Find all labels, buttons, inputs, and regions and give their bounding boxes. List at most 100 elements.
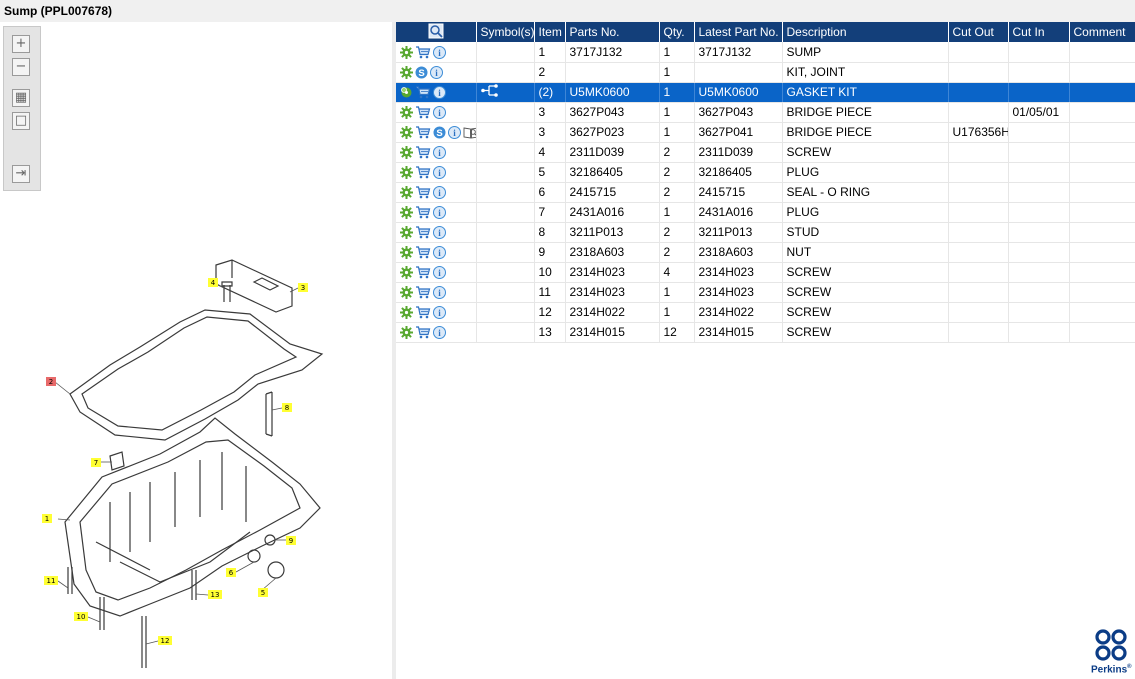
callout-9[interactable]: 9 — [286, 536, 296, 545]
info-icon[interactable]: i — [448, 126, 461, 140]
fit-all-button[interactable]: ▦ — [12, 89, 30, 107]
info-icon[interactable]: i — [433, 45, 446, 59]
column-header-description[interactable]: Description — [782, 22, 949, 42]
info-icon[interactable]: i — [433, 86, 446, 100]
info-icon[interactable]: i — [433, 246, 446, 260]
callout-4[interactable]: 4 — [208, 278, 218, 287]
column-header-parts-no[interactable]: Parts No. — [565, 22, 660, 42]
add-to-cart-icon[interactable] — [415, 266, 431, 279]
item-cell: 2 — [534, 62, 566, 83]
configure-gear-icon[interactable] — [400, 306, 413, 320]
svg-text:4: 4 — [211, 279, 216, 287]
configure-gear-icon[interactable] — [400, 166, 413, 180]
callout-6[interactable]: 6 — [226, 568, 236, 577]
callout-12[interactable]: 12 — [158, 636, 172, 645]
add-to-cart-icon[interactable] — [415, 206, 431, 219]
symbols-cell — [476, 282, 535, 303]
info-icon[interactable]: i — [433, 166, 446, 180]
callout-8[interactable]: 8 — [282, 403, 292, 412]
svg-text:8: 8 — [285, 404, 289, 412]
info-icon[interactable]: i — [433, 266, 446, 280]
column-header-qty[interactable]: Qty. — [659, 22, 695, 42]
column-header-latest-part-no[interactable]: Latest Part No. — [694, 22, 783, 42]
column-header-cut-out[interactable]: Cut Out — [948, 22, 1009, 42]
latest-part-no-cell: 32186405 — [694, 162, 783, 183]
info-icon[interactable]: i — [433, 226, 446, 240]
info-icon[interactable]: i — [433, 306, 446, 320]
configure-gear-icon[interactable] — [400, 326, 413, 340]
supersession-icon[interactable]: S — [433, 126, 446, 139]
callout-5[interactable]: 5 — [258, 588, 268, 597]
configure-gear-icon[interactable] — [400, 266, 413, 280]
info-icon[interactable]: i — [433, 146, 446, 160]
column-header-item[interactable]: Item — [534, 22, 566, 42]
cut-out-cell — [948, 62, 1009, 83]
configure-gear-icon[interactable] — [400, 186, 413, 200]
add-to-cart-icon[interactable] — [415, 106, 431, 119]
configure-gear-icon[interactable] — [400, 226, 413, 240]
zoom-in-button[interactable]: + — [12, 35, 30, 53]
add-to-cart-icon[interactable] — [415, 46, 431, 59]
preview-column-header[interactable] — [396, 22, 477, 42]
add-to-cart-icon[interactable] — [415, 166, 431, 179]
export-button[interactable]: ⇥ — [12, 165, 30, 183]
kit-structure-icon[interactable] — [480, 84, 499, 97]
column-header-cut-in[interactable]: Cut In — [1008, 22, 1070, 42]
info-icon[interactable]: i — [433, 326, 446, 340]
configure-gear-icon[interactable] — [400, 126, 413, 140]
configure-gear-icon[interactable] — [400, 246, 413, 260]
add-to-cart-icon[interactable] — [415, 186, 431, 199]
pane-splitter[interactable] — [392, 22, 396, 679]
add-to-cart-icon[interactable] — [415, 286, 431, 299]
info-icon[interactable]: i — [433, 286, 446, 300]
supersession-icon[interactable]: S — [415, 66, 428, 79]
configure-gear-icon[interactable] — [400, 146, 413, 160]
callout-13[interactable]: 13 — [208, 590, 222, 599]
add-to-cart-icon[interactable] — [415, 86, 431, 99]
column-header-comment[interactable]: Comment — [1069, 22, 1135, 42]
callout-2[interactable]: 2 — [46, 377, 56, 386]
diagram-pane[interactable]: + − ▦ □ ⇥ — [0, 22, 392, 679]
info-icon[interactable]: i — [433, 106, 446, 120]
add-to-cart-icon[interactable] — [415, 306, 431, 319]
configure-gear-icon[interactable] — [400, 106, 413, 120]
add-to-cart-icon[interactable] — [415, 146, 431, 159]
callout-11[interactable]: 11 — [44, 576, 58, 585]
info-icon[interactable]: i — [433, 206, 446, 220]
configure-gear-icon[interactable] — [400, 66, 413, 80]
configure-gear-icon[interactable] — [400, 286, 413, 300]
comment-cell — [1069, 62, 1135, 83]
add-to-cart-icon[interactable] — [415, 246, 431, 259]
configure-gear-icon[interactable] — [400, 206, 413, 220]
callout-10[interactable]: 10 — [74, 612, 88, 621]
callout-7[interactable]: 7 — [91, 458, 101, 467]
add-to-cart-icon[interactable] — [415, 226, 431, 239]
info-icon[interactable]: i — [433, 186, 446, 200]
kit-gear-icon[interactable] — [400, 86, 413, 99]
configure-gear-icon[interactable] — [400, 45, 413, 59]
callout-3[interactable]: 3 — [298, 283, 308, 292]
zoom-out-button[interactable]: − — [12, 58, 30, 76]
add-to-cart-icon[interactable] — [415, 126, 431, 139]
add-to-cart-icon[interactable] — [415, 326, 431, 339]
service-literature-icon[interactable] — [463, 126, 476, 139]
column-header-symbols[interactable]: Symbol(s) — [476, 22, 535, 42]
callout-1[interactable]: 1 — [42, 514, 52, 523]
actual-size-button[interactable]: □ — [12, 112, 30, 130]
info-icon[interactable]: i — [430, 66, 443, 80]
